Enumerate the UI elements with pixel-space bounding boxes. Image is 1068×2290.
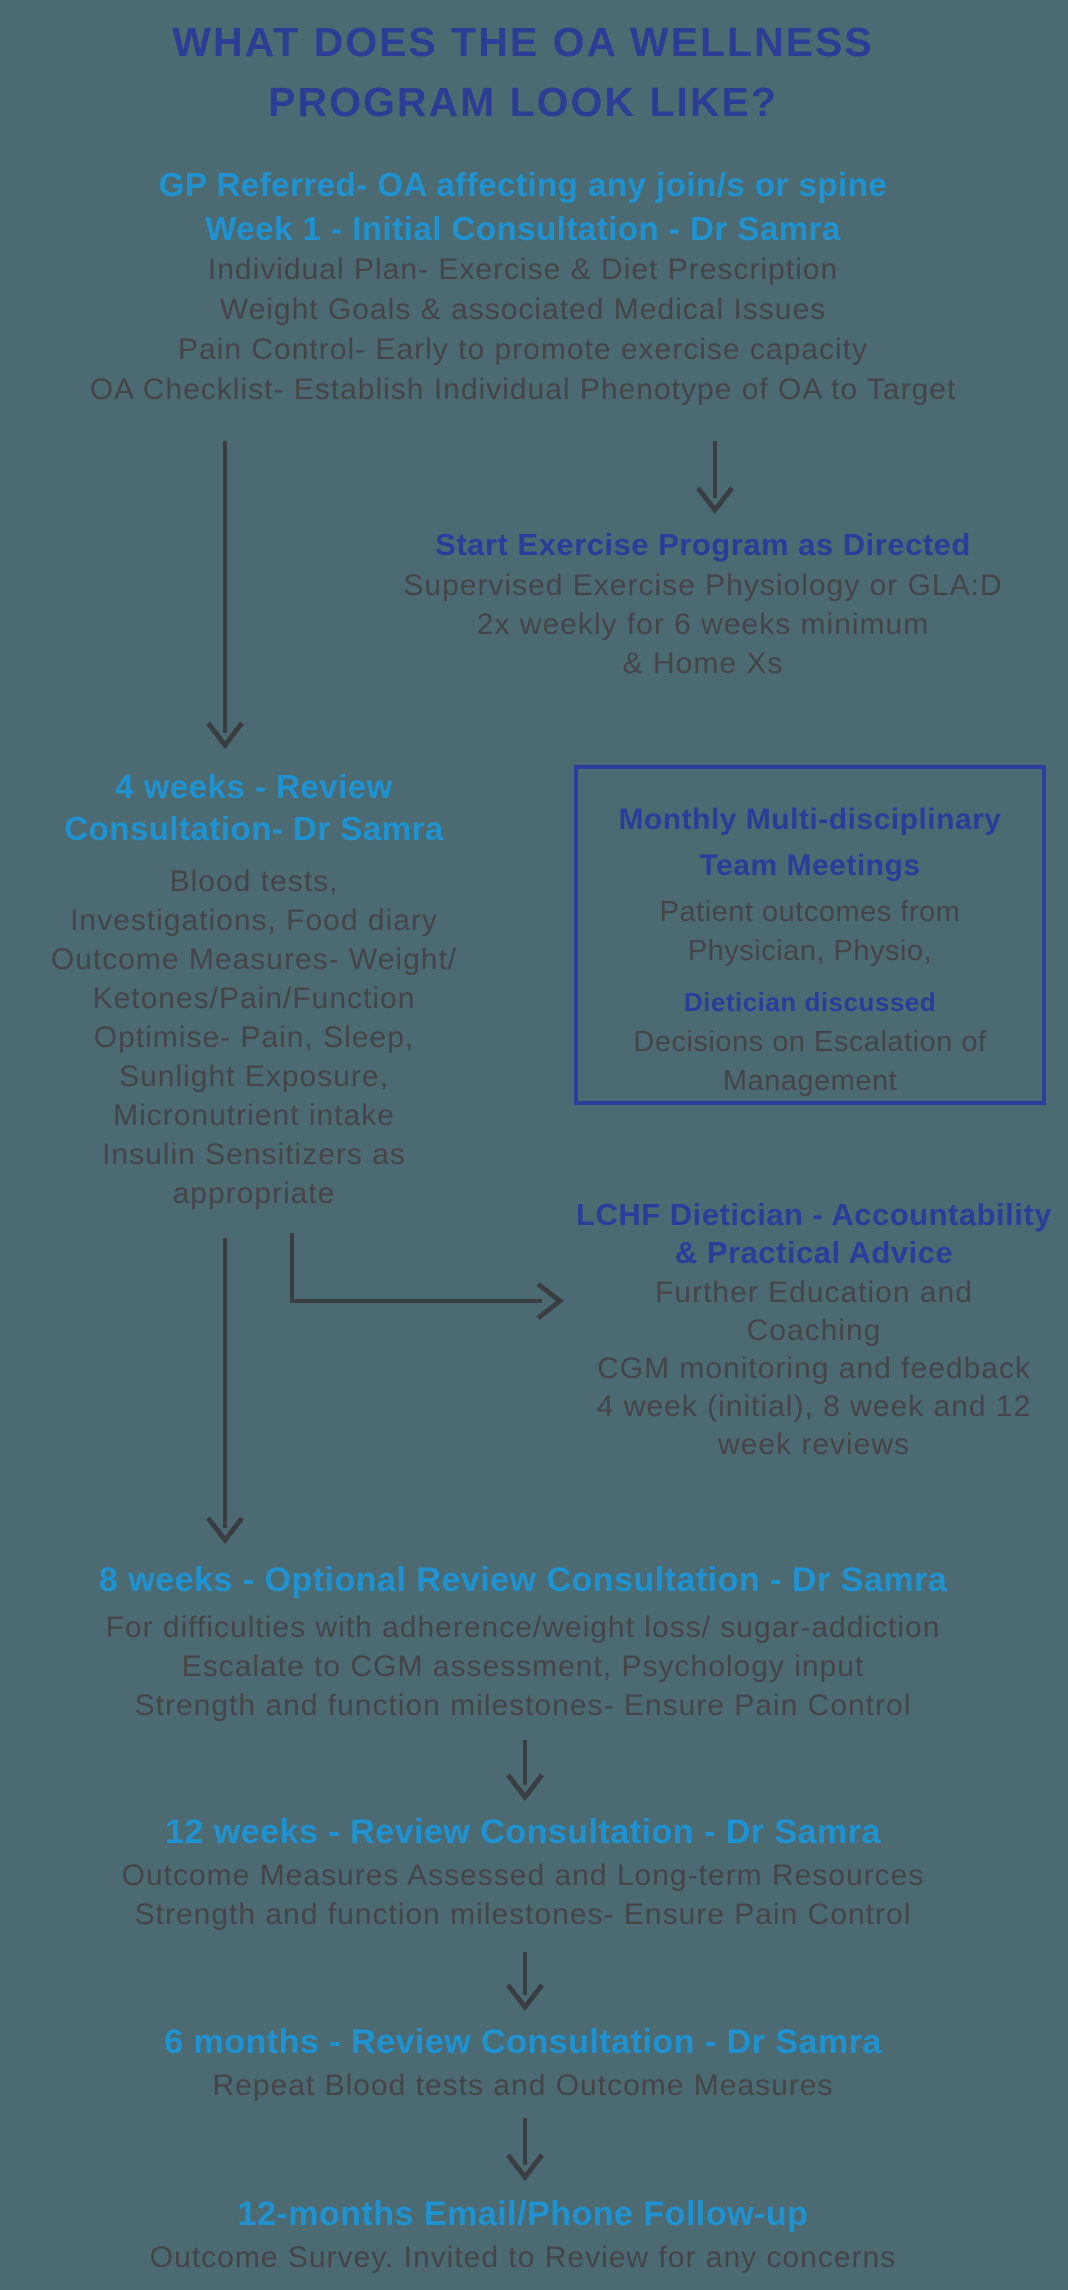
week4-heading: 4 weeks - Review Consultation- Dr Samra — [14, 766, 494, 850]
lchf-heading-line2: & Practical Advice — [674, 1235, 954, 1270]
body-line: Outcome Measures Assessed and Long-term … — [121, 1859, 925, 1892]
intro-body: Individual Plan- Exercise & Diet Prescri… — [0, 250, 1046, 410]
intro-heading-line2: Week 1 - Initial Consultation - Dr Samra — [205, 210, 841, 247]
intro-heading-line1: GP Referred- OA affecting any join/s or … — [158, 166, 888, 203]
week8-body: For difficulties with adherence/weight l… — [0, 1608, 1046, 1725]
body-line: Individual Plan- Exercise & Diet Prescri… — [207, 253, 839, 286]
body-line: 2x weekly for 6 weeks minimum — [476, 608, 930, 641]
body-line: Micronutrient intake — [113, 1099, 395, 1132]
body-line: Escalate to CGM assessment, Psychology i… — [181, 1650, 865, 1683]
exercise-program-body: Supervised Exercise Physiology or GLA:D … — [403, 566, 1003, 683]
body-line: Physician, Physio, — [687, 935, 933, 967]
team-meetings-heading-line1: Monthly Multi-disciplinary — [618, 803, 1002, 836]
page-title: WHAT DOES THE OA WELLNESS PROGRAM LOOK L… — [0, 12, 1046, 132]
body-line: CGM monitoring and feedback — [597, 1352, 1031, 1385]
body-line: Strength and function milestones- Ensure… — [134, 1898, 912, 1931]
body-line: Pain Control- Early to promote exercise … — [178, 333, 868, 366]
arrow-intro-to-exercise — [696, 441, 734, 515]
team-meetings-box: Monthly Multi-disciplinary Team Meetings… — [574, 765, 1046, 1105]
month6-section: 6 months - Review Consultation - Dr Samr… — [0, 2018, 1046, 2105]
week8-section: 8 weeks - Optional Review Consultation -… — [0, 1556, 1046, 1725]
page-title-line2: PROGRAM LOOK LIKE? — [268, 79, 778, 125]
body-line: week reviews — [717, 1428, 911, 1461]
body-line: Repeat Blood tests and Outcome Measures — [212, 2069, 834, 2102]
week12-heading: 12 weeks - Review Consultation - Dr Samr… — [165, 1813, 881, 1851]
body-line: Coaching — [746, 1314, 882, 1347]
month12-section: 12-months Email/Phone Follow-up Outcome … — [0, 2190, 1046, 2277]
team-meetings-body2: Decisions on Escalation of Management — [578, 1023, 1042, 1101]
body-line: OA Checklist- Establish Individual Pheno… — [89, 373, 957, 406]
month12-body: Outcome Survey. Invited to Review for an… — [0, 2238, 1046, 2277]
team-meetings-heading: Monthly Multi-disciplinary Team Meetings — [578, 797, 1042, 889]
week12-section: 12 weeks - Review Consultation - Dr Samr… — [0, 1808, 1046, 1934]
exercise-program-heading: Start Exercise Program as Directed — [435, 527, 971, 562]
body-line: Supervised Exercise Physiology or GLA:D — [403, 569, 1003, 602]
week12-body: Outcome Measures Assessed and Long-term … — [0, 1856, 1046, 1934]
week4-heading-line2: Consultation- Dr Samra — [64, 810, 444, 847]
body-line: & Home Xs — [622, 647, 784, 680]
body-line: For difficulties with adherence/weight l… — [105, 1611, 941, 1644]
arrow-week4-to-lchf — [290, 1233, 565, 1320]
body-line: Insulin Sensitizers as — [102, 1138, 406, 1171]
team-meetings-body1: Patient outcomes from Physician, Physio, — [578, 893, 1042, 971]
arrow-month6-to-month12 — [506, 2118, 544, 2182]
page-title-line1: WHAT DOES THE OA WELLNESS — [172, 19, 874, 65]
team-meetings-subheading: Dietician discussed — [683, 987, 937, 1017]
body-line: Decisions on Escalation of — [633, 1026, 987, 1058]
body-line: Strength and function milestones- Ensure… — [134, 1689, 912, 1722]
lchf-heading: LCHF Dietician - Accountability & Practi… — [552, 1196, 1068, 1272]
month6-heading: 6 months - Review Consultation - Dr Samr… — [164, 2023, 882, 2061]
body-line: Patient outcomes from — [659, 896, 961, 928]
body-line: Weight Goals & associated Medical Issues — [219, 293, 827, 326]
body-line: Investigations, Food diary — [70, 904, 438, 937]
body-line: Sunlight Exposure, — [119, 1060, 389, 1093]
body-line: Ketones/Pain/Function — [92, 982, 416, 1015]
intro-heading: GP Referred- OA affecting any join/s or … — [0, 163, 1046, 251]
week4-heading-line1: 4 weeks - Review — [115, 768, 393, 805]
lchf-block: LCHF Dietician - Accountability & Practi… — [552, 1196, 1068, 1464]
month6-body: Repeat Blood tests and Outcome Measures — [0, 2066, 1046, 2105]
arrow-week12-to-month6 — [506, 1952, 544, 2012]
month12-heading: 12-months Email/Phone Follow-up — [237, 2195, 809, 2233]
lchf-body: Further Education and Coaching CGM monit… — [552, 1274, 1068, 1464]
body-line: Optimise- Pain, Sleep, — [93, 1021, 415, 1054]
body-line: Management — [722, 1065, 898, 1097]
week4-block: 4 weeks - Review Consultation- Dr Samra … — [14, 766, 494, 1213]
body-line: appropriate — [172, 1177, 336, 1210]
body-line: Blood tests, — [169, 865, 339, 898]
arrow-week8-to-week12 — [506, 1740, 544, 1802]
arrow-intro-to-week4 — [206, 441, 244, 750]
body-line: Outcome Measures- Weight/ — [50, 943, 458, 976]
week4-body: Blood tests, Investigations, Food diary … — [14, 862, 494, 1213]
team-meetings-heading-line2: Team Meetings — [699, 849, 921, 882]
exercise-program-block: Start Exercise Program as Directed Super… — [403, 524, 1003, 683]
lchf-heading-line1: LCHF Dietician - Accountability — [576, 1197, 1052, 1232]
body-line: 4 week (initial), 8 week and 12 — [596, 1390, 1032, 1423]
week8-heading: 8 weeks - Optional Review Consultation -… — [98, 1561, 948, 1599]
arrow-week4-to-week8 — [206, 1238, 244, 1545]
body-line: Outcome Survey. Invited to Review for an… — [149, 2241, 897, 2274]
body-line: Further Education and — [655, 1276, 973, 1309]
